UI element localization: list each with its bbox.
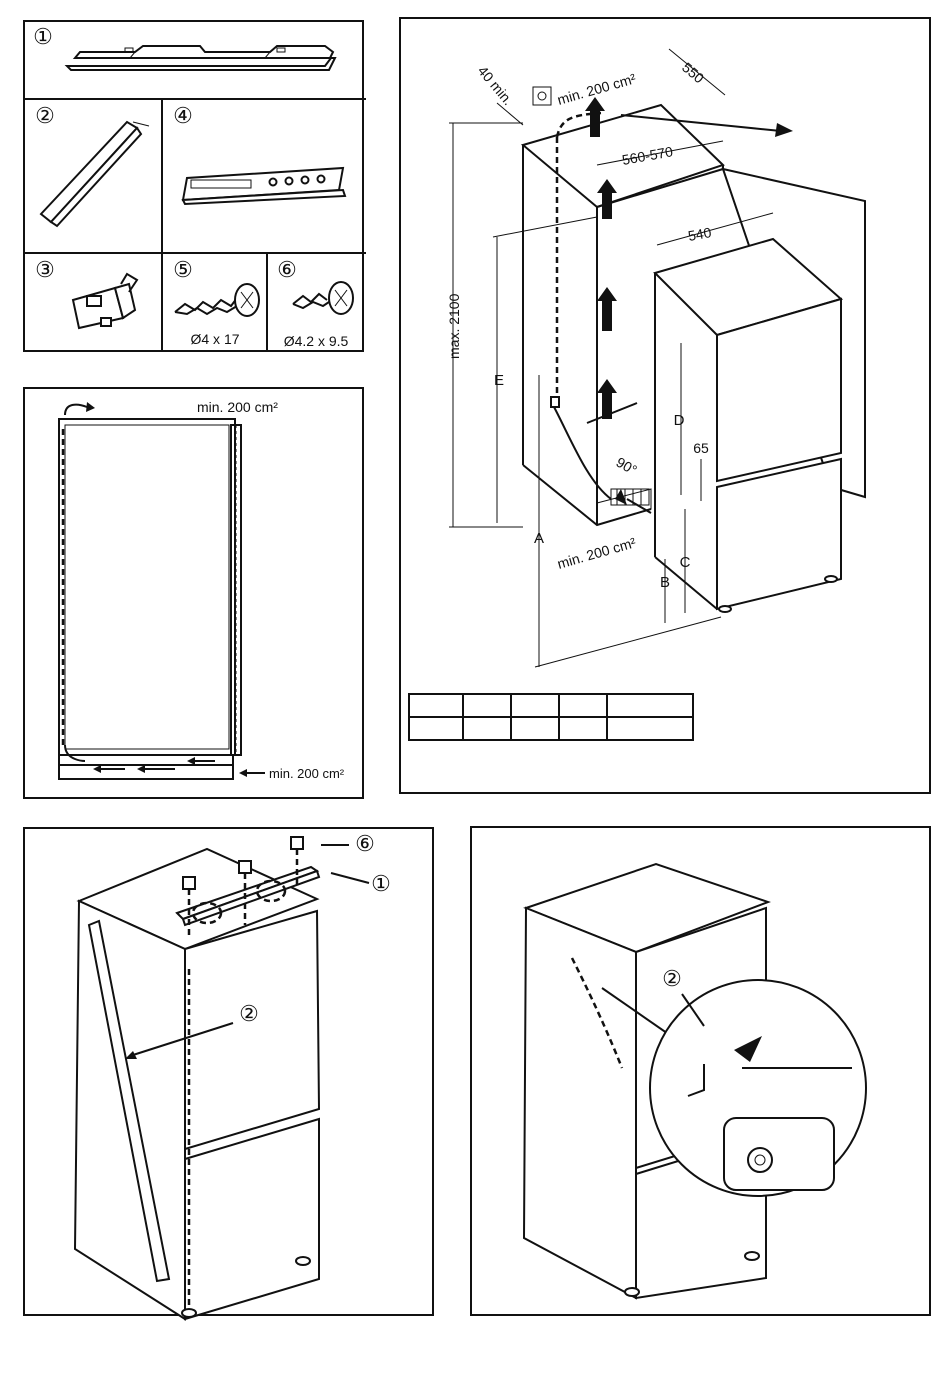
part-4-number: ④ bbox=[173, 103, 193, 128]
gap-40-label: 40 min. bbox=[475, 63, 517, 108]
power-plug bbox=[551, 397, 559, 407]
screw-head-icon bbox=[748, 1148, 772, 1172]
callout-2: ② bbox=[239, 1001, 259, 1026]
depth-550-label: 550 bbox=[679, 59, 707, 86]
callout-6: ⑥ bbox=[355, 831, 375, 856]
parts-grid-svg: ① ② ④ ③ bbox=[25, 22, 366, 354]
part-3-clip-illustration bbox=[73, 274, 137, 328]
top-airflow-arrow bbox=[65, 405, 87, 415]
part-5-size-label: Ø4 x 17 bbox=[190, 331, 239, 347]
angle-label: 90° bbox=[614, 454, 640, 478]
dimension-A-label: A bbox=[534, 530, 544, 547]
part-1-number: ① bbox=[33, 24, 53, 49]
dimension-E-label: E bbox=[494, 372, 504, 389]
dimension-table bbox=[409, 694, 693, 740]
part-3-number: ③ bbox=[35, 257, 55, 282]
dimension-D-label: D bbox=[674, 412, 685, 429]
ventilation-side-view-svg: min. 200 cm² min. 200 cm² bbox=[25, 389, 366, 801]
install-panel: ⑥ ① ② bbox=[23, 827, 434, 1316]
dimensions-panel: 40 min. min. 200 cm² 550 560-570 540 max… bbox=[399, 17, 931, 794]
part-5-screw-icon bbox=[175, 284, 259, 316]
part-6-number: ⑥ bbox=[277, 257, 297, 282]
width-540-label: 540 bbox=[687, 224, 713, 244]
part-5-number: ⑤ bbox=[173, 257, 193, 282]
callout-2-seal: ② bbox=[662, 966, 682, 991]
gap-65-label: 65 bbox=[693, 440, 709, 456]
max-height-label: max. 2100 bbox=[446, 293, 462, 359]
part-1-rail-illustration bbox=[67, 46, 335, 70]
seal-detail-svg: ② bbox=[472, 828, 933, 1318]
dimension-C-label: C bbox=[680, 554, 691, 571]
part-4-bracket-illustration bbox=[183, 168, 345, 204]
niche-floor bbox=[59, 765, 233, 779]
dimensions-diagram-svg: 40 min. min. 200 cm² 550 560-570 540 max… bbox=[401, 19, 933, 796]
width-560-570-label: 560-570 bbox=[621, 143, 675, 168]
bottom-vent-dimension-label: min. 200 cm² bbox=[555, 534, 638, 572]
part-2-number: ② bbox=[35, 103, 55, 128]
part-6-size-label: Ø4.2 x 9.5 bbox=[284, 333, 349, 349]
parts-panel: ① ② ④ ③ bbox=[23, 20, 364, 352]
seal-panel: ② bbox=[470, 826, 931, 1316]
airflow-up-arrows bbox=[585, 97, 617, 419]
dimension-B-label: B bbox=[660, 574, 670, 591]
bottom-vent-label: min. 200 cm² bbox=[269, 766, 345, 781]
callout-1: ① bbox=[371, 871, 391, 896]
install-bracket-svg: ⑥ ① ② bbox=[25, 829, 436, 1318]
part-2-trim-strip-illustration bbox=[41, 122, 149, 226]
part-6-screw-icon bbox=[293, 282, 353, 314]
top-vent-label: min. 200 cm² bbox=[197, 399, 278, 415]
wall-socket bbox=[533, 87, 551, 105]
magnifier-detail bbox=[650, 980, 866, 1196]
ventilation-panel: min. 200 cm² min. 200 cm² bbox=[23, 387, 364, 799]
